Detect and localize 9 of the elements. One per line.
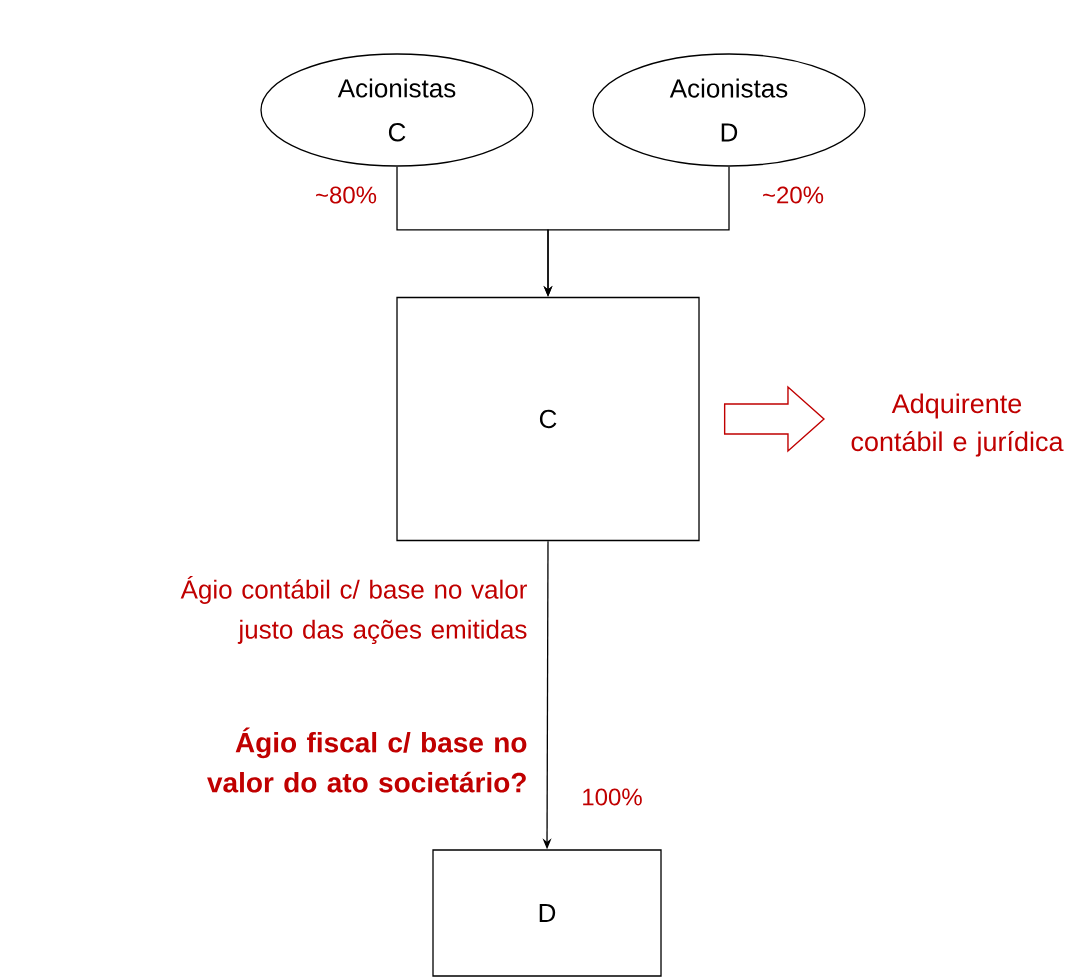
edge-label: ~80% — [316, 186, 377, 204]
note-text: Ágio contábil c/ base no valor justo das ações emitidas — [180, 575, 527, 644]
block-arrow — [723, 385, 826, 453]
edge-label: ~20% — [763, 186, 824, 204]
result-text: Adquirente contábil e jurídica — [851, 393, 1064, 457]
company-box: C — [396, 296, 700, 542]
company-box: D — [432, 849, 662, 977]
note-text: Ágio fiscal c/ base no valor do ato societário? — [207, 727, 527, 793]
edge-label: 100% — [583, 788, 642, 806]
